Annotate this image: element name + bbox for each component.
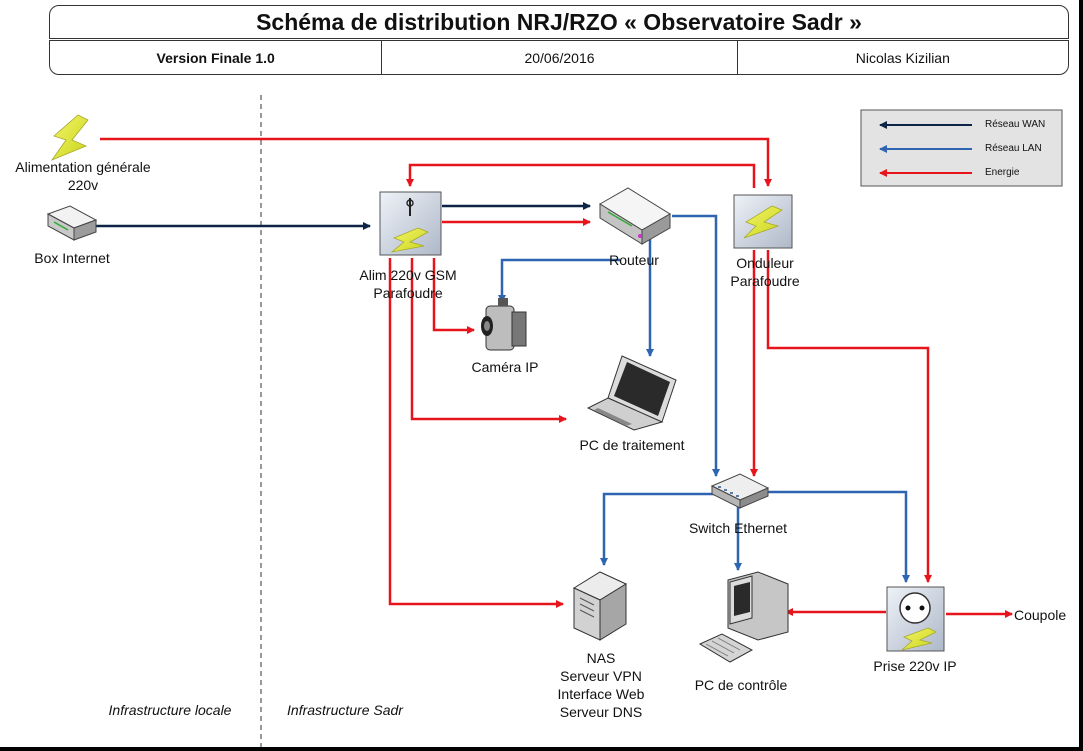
energy-alim-to-pc-traitement [410,258,567,423]
camera-label: Caméra IP [471,359,539,375]
lan-router-to-switch [672,214,720,477]
box-internet-label: Box Internet [34,250,110,266]
prise-label: Prise 220v IP [873,658,957,674]
zone-sadr-label: Infrastructure Sadr [287,702,403,718]
alim-gsm-box-icon [379,191,442,256]
lan-switch-to-prise [764,490,910,583]
energy-onduleur-to-alim [406,163,756,188]
alim-gsm-label: Alim 220v GSM Parafoudre [359,267,457,301]
switch-icon [710,473,770,509]
onduleur-box-icon [733,194,793,249]
router-label: Routeur [609,252,659,268]
legend-energy-label: Energie [985,167,1020,178]
power-main-label: Alimentation générale 220v [15,159,151,193]
page-title: Schéma de distribution NRJ/RZO « Observa… [256,8,862,35]
camera-icon [481,298,527,351]
prise-box-icon [886,586,945,652]
energy-alim-to-camera [432,258,475,334]
energy-alim-to-nas [388,258,564,608]
lan-router-to-camera [498,258,620,303]
desktop-pc-icon [698,571,789,663]
laptop-icon [586,355,677,431]
version-cell: Version Finale 1.0 [50,41,383,74]
nas-server-icon [572,571,628,641]
date-cell: 20/06/2016 [382,41,738,74]
legend-wan-label: Réseau WAN [985,119,1046,130]
coupole-label: Coupole [1014,607,1067,623]
power-bolt-icon [50,114,89,161]
onduleur-label: Onduleur Parafoudre [730,255,800,289]
switch-label: Switch Ethernet [688,520,788,536]
pc-traitement-label: PC de traitement [579,437,685,453]
energy-onduleur-to-prise [766,250,932,583]
info-row: Version Finale 1.0 20/06/2016 Nicolas Ki… [49,40,1069,75]
author-cell: Nicolas Kizilian [855,49,950,66]
legend-lan-label: Réseau LAN [985,143,1042,154]
zone-local-label: Infrastructure locale [108,702,232,718]
router-icon [599,187,671,245]
title-bar: Schéma de distribution NRJ/RZO « Observa… [49,5,1069,39]
pc-controle-label: PC de contrôle [694,677,788,693]
energy-main-to-onduleur [100,137,772,187]
nas-label: NAS Serveur VPN Interface Web Serveur DN… [557,650,645,720]
lan-switch-to-nas [600,492,716,566]
legend [860,109,1063,187]
box-internet-icon [46,205,98,241]
